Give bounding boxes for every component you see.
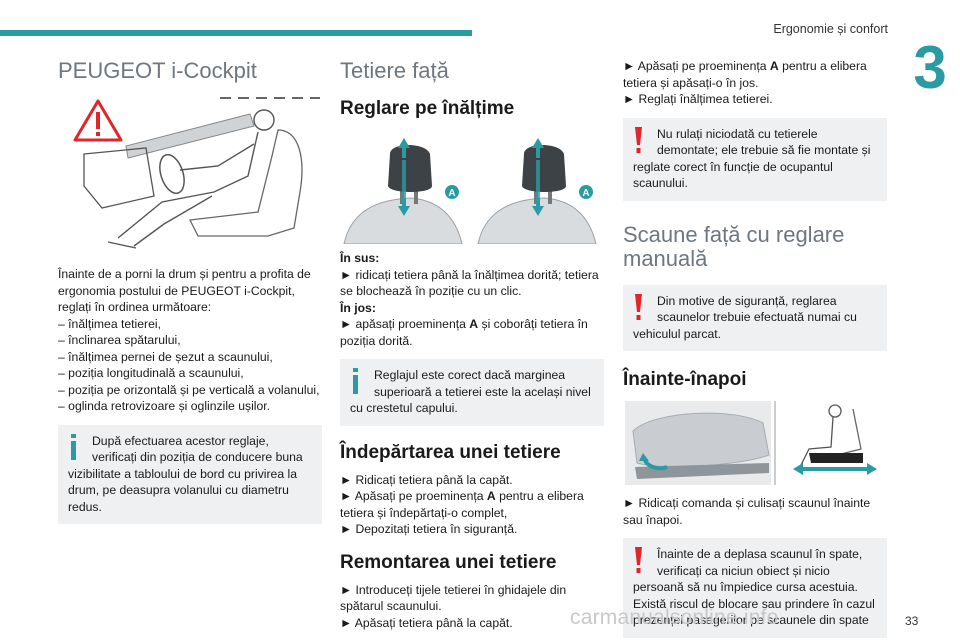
column-1: PEUGEOT i-Cockpit În bbox=[58, 50, 322, 524]
forward-back-text: ► Ridicați comanda și culisați scaunul î… bbox=[623, 496, 871, 527]
refit-step: ► Apăsați tetiera până la capăt. bbox=[340, 615, 513, 630]
warning-text-first: Din motive de siguranță, reglarea scaune… bbox=[657, 293, 857, 325]
warning-box-slide: Înainte de a deplasa scaunul în spate, v… bbox=[623, 538, 887, 638]
continued-instructions: ► Apăsați pe proeminența A pentru a elib… bbox=[623, 58, 887, 108]
info-box-text-first: După efectuarea acestor reglaje, verific… bbox=[92, 433, 303, 465]
warning-exclamation-icon bbox=[635, 293, 642, 320]
info-box-text-first: Reglajul este corect dacă marginea super… bbox=[374, 368, 591, 399]
up-text: ► ridicați tetiera până la înălțimea dor… bbox=[340, 267, 599, 299]
seat-slide-illustration bbox=[623, 401, 887, 485]
intro-paragraph: Înainte de a porni la drum și pentru a p… bbox=[58, 267, 311, 314]
info-box-visibility: După efectuarea acestor reglaje, verific… bbox=[58, 424, 322, 524]
header-accent-bar bbox=[0, 30, 472, 36]
info-icon bbox=[353, 368, 358, 394]
subsection-title-forward-back: Înainte-înapoi bbox=[623, 369, 747, 390]
list-item: – poziția longitudinală a scaunului, bbox=[58, 366, 244, 380]
page-number: 33 bbox=[905, 614, 919, 628]
info-box-text-rest: vizibilitate a tabloului de bord cu priv… bbox=[68, 466, 297, 514]
subsection-title-height: Reglare pe înălțime bbox=[340, 98, 515, 119]
refit-step: ► Introduceți tijele tetierei în ghidaje… bbox=[340, 582, 567, 614]
remove-instructions: ► Ridicați tetiera până la capăt. ► Apăs… bbox=[340, 472, 604, 538]
subsection-title-refit: Remontarea unei tetiere bbox=[340, 551, 557, 573]
warning-box-headrest: Nu rulați niciodată cu tetierele demonta… bbox=[623, 117, 887, 201]
label-a-right: A bbox=[582, 188, 589, 199]
headrest-left: A bbox=[343, 138, 463, 245]
chapter-title: Ergonomie și confort bbox=[773, 22, 888, 36]
warning-text-first: Înainte de a deplasa scaunul în spate, v… bbox=[657, 547, 863, 578]
remove-step: ► Apăsați pe proeminența A pentru a elib… bbox=[340, 489, 584, 520]
list-item: – poziția pe orizontală și pe verticală … bbox=[58, 382, 320, 397]
list-item: – înălțimea pernei de șezut a scaunului, bbox=[58, 349, 273, 364]
cont-step: ► Apăsați pe proeminența A pentru a elib… bbox=[623, 59, 867, 90]
warning-text-rest: reglate corect în funcție de ocupantul s… bbox=[633, 159, 833, 191]
height-instructions: În sus: ► ridicați tetiera până la înălț… bbox=[340, 250, 604, 349]
warning-exclamation-icon bbox=[635, 126, 642, 153]
section-title-manual-seats: Scaune față cu reglare manuală bbox=[623, 221, 845, 271]
headrest-drawing: A A bbox=[343, 138, 597, 245]
driving-position-illustration bbox=[58, 96, 322, 254]
headrest-illustration: A A bbox=[340, 132, 604, 245]
label-a-left: A bbox=[448, 188, 455, 199]
warning-box-parked: Din motive de siguranță, reglarea scaune… bbox=[623, 284, 887, 351]
remove-step: ► Depozitați tetiera în siguranță. bbox=[340, 522, 518, 536]
warning-text-rest: vehiculul parcat. bbox=[633, 326, 722, 341]
list-item: – înclinarea spătarului, bbox=[58, 333, 181, 347]
adjustment-list: – înălțimea tetierei, – înclinarea spăta… bbox=[58, 316, 322, 415]
column-3: ► Apăsați pe proeminența A pentru a elib… bbox=[623, 58, 887, 638]
watermark: carmanualsonline.info bbox=[570, 606, 779, 629]
warning-exclamation-icon bbox=[635, 547, 642, 573]
refit-instructions: ► Introduceți tijele tetierei în ghidaje… bbox=[340, 582, 604, 632]
warning-text-first: Nu rulați niciodată cu tetierele demonta… bbox=[657, 126, 871, 158]
driver-seat-drawing bbox=[73, 97, 320, 249]
section-title-i-cockpit: PEUGEOT i-Cockpit bbox=[58, 58, 257, 83]
warning-text-rest: persoană să nu împiedice cursa acestuia.… bbox=[633, 580, 875, 627]
subsection-title-remove: Îndepărtarea unei tetiere bbox=[340, 441, 561, 463]
info-icon bbox=[71, 433, 76, 460]
info-box-headrest: Reglajul este corect dacă marginea super… bbox=[340, 359, 604, 426]
down-text: ► apăsați proeminența A și coborâți teti… bbox=[340, 317, 588, 348]
seat-slide-drawing bbox=[625, 401, 877, 485]
info-box-text-rest: cu crestetul capului. bbox=[350, 401, 458, 415]
cont-step: ► Reglați înălțimea tetierei. bbox=[623, 92, 773, 106]
down-label: În jos: bbox=[340, 300, 376, 315]
chapter-number: 3 bbox=[913, 34, 947, 101]
list-item: – înălțimea tetierei, bbox=[58, 316, 161, 331]
section-title-tetiere: Tetiere față bbox=[340, 58, 449, 83]
column-2: Tetiere față Reglare pe înălțime A bbox=[340, 50, 604, 631]
headrest-right: A bbox=[477, 138, 597, 245]
up-label: În sus: bbox=[340, 251, 380, 265]
remove-step: ► Ridicați tetiera până la capăt. bbox=[340, 472, 513, 487]
warning-triangle-icon bbox=[73, 99, 123, 142]
list-item: – oglinda retrovizoare și oglinzile ușil… bbox=[58, 399, 271, 413]
